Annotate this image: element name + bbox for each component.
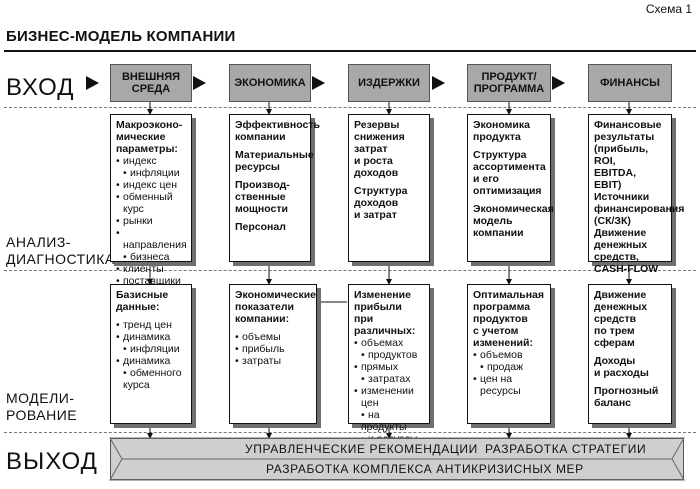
row-label-input: ВХОД bbox=[6, 74, 75, 101]
list-item: динамика bbox=[116, 355, 186, 367]
modeling-box-cash-flow: Движение денежных средств по трем сферам… bbox=[588, 284, 672, 424]
list-item: объемы bbox=[235, 331, 311, 343]
list-item: изменении цен bbox=[354, 385, 424, 409]
list-item: прибыль bbox=[235, 343, 311, 355]
header-product-program: ПРОДУКТ/ПРОГРАММА bbox=[467, 64, 551, 102]
scheme-label: Схема 1 bbox=[645, 2, 692, 16]
analysis-box-economics: Эффективность компании Материальные ресу… bbox=[229, 114, 320, 262]
list-item: динамика bbox=[116, 331, 186, 343]
title-divider bbox=[4, 50, 696, 52]
list-item: цен на ресурсы bbox=[473, 373, 545, 397]
list-item: объемов bbox=[473, 349, 545, 361]
list-item: индекс bbox=[116, 155, 186, 167]
modeling-box-indicators: Экономические показатели компании: объем… bbox=[229, 284, 317, 424]
list-item: индекс цен bbox=[116, 179, 186, 191]
row-divider bbox=[4, 432, 696, 433]
page-title: БИЗНЕС-МОДЕЛЬ КОМПАНИИ bbox=[6, 28, 236, 45]
header-costs: ИЗДЕРЖКИ bbox=[348, 64, 430, 102]
row-label-analysis: АНАЛИЗ- ДИАГНОСТИКА bbox=[6, 234, 115, 267]
list-item: затраты bbox=[235, 355, 311, 367]
modeling-box-optimal-program: Оптимальная программа продуктов с учетом… bbox=[467, 284, 551, 424]
row-label-output: ВЫХОД bbox=[6, 448, 98, 475]
list-item: тренд цен bbox=[116, 319, 186, 331]
analysis-box-costs: Резервы снижения затрат и роста доходов … bbox=[348, 114, 430, 262]
header-finance: ФИНАНСЫ bbox=[588, 64, 672, 102]
list-item: рынки bbox=[116, 215, 186, 227]
list-item: клиенты bbox=[116, 263, 186, 275]
analysis-box-product: Экономика продукта Структура ассортимент… bbox=[467, 114, 554, 262]
analysis-box-external: Макроэконо- мические параметры: индекс и… bbox=[110, 114, 192, 287]
list-item: объемах bbox=[354, 337, 424, 349]
list-item: прямых bbox=[354, 361, 424, 373]
header-economics: ЭКОНОМИКА bbox=[229, 64, 311, 102]
output-strategy-development: РАЗРАБОТКА СТРАТЕГИИ bbox=[485, 442, 647, 456]
output-anticrisis-measures: РАЗРАБОТКА КОМПЛЕКСА АНТИКРИЗИСНЫХ МЕР bbox=[266, 462, 584, 476]
list-item: обменный курс bbox=[116, 191, 186, 215]
modeling-box-base-data: Базисные данные: тренд цен динамика инфл… bbox=[110, 284, 192, 424]
list-item: направления bbox=[116, 227, 187, 251]
modeling-box-profit-change: Изменение прибыли при различных: объемах… bbox=[348, 284, 430, 445]
row-divider bbox=[4, 270, 696, 271]
analysis-box-finance: Финансовые результаты (прибыль, ROI, EBI… bbox=[588, 114, 684, 275]
output-management-recommendations: УПРАВЛЕНЧЕСКИЕ РЕКОМЕНДАЦИИ bbox=[245, 442, 478, 456]
row-label-modeling: МОДЕЛИ- РОВАНИЕ bbox=[6, 390, 78, 423]
row-divider bbox=[4, 107, 696, 108]
